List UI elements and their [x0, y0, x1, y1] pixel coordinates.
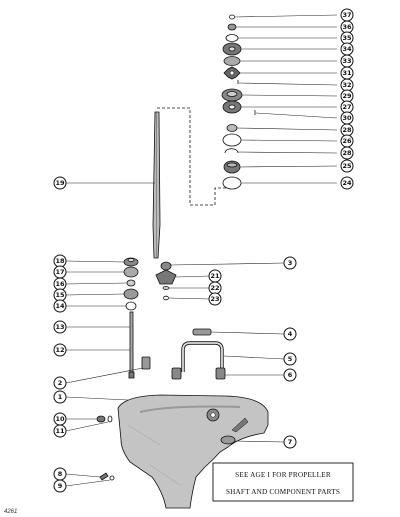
svg-text:21: 21 [210, 272, 220, 280]
svg-text:15: 15 [55, 291, 65, 299]
svg-text:27: 27 [342, 103, 351, 111]
callout-22: 22 [208, 281, 222, 295]
callout-36: 36 [340, 20, 354, 34]
driveshaft [152, 107, 226, 259]
svg-text:4: 4 [288, 330, 293, 338]
svg-text:22: 22 [210, 284, 219, 292]
svg-text:3: 3 [288, 259, 293, 267]
callout-27: 27 [340, 100, 354, 114]
svg-text:32: 32 [342, 81, 351, 89]
svg-text:30: 30 [342, 114, 352, 122]
callout-16: 16 [53, 277, 67, 291]
svg-text:16: 16 [55, 280, 65, 288]
callout-28b: 28 [340, 146, 354, 160]
callout-2: 2 [53, 376, 67, 390]
callout-19: 19 [53, 176, 67, 190]
leader-lines [65, 14, 338, 487]
svg-text:10: 10 [55, 415, 65, 423]
callout-24: 24 [340, 176, 354, 190]
callout-31: 31 [340, 66, 354, 80]
svg-text:31: 31 [342, 69, 352, 77]
callout-13: 13 [53, 320, 67, 334]
svg-text:33: 33 [342, 57, 351, 65]
svg-text:12: 12 [55, 346, 64, 354]
callout-34: 34 [340, 42, 354, 56]
shift-shaft [128, 311, 151, 379]
svg-text:7: 7 [288, 438, 293, 446]
svg-text:28: 28 [342, 126, 352, 134]
svg-text:35: 35 [342, 34, 352, 42]
callout-5: 5 [283, 352, 297, 366]
callout-14: 14 [53, 299, 67, 313]
svg-text:1: 1 [58, 393, 63, 401]
svg-text:29: 29 [342, 92, 352, 100]
note-line-2: SHAFT AND COMPONENT PARTS [226, 488, 340, 496]
callout-8: 8 [53, 467, 67, 481]
callout-11: 11 [53, 424, 67, 438]
callout-35: 35 [340, 31, 354, 45]
callout-10: 10 [53, 412, 67, 426]
callout-9: 9 [53, 479, 67, 493]
callout-28a: 28 [340, 123, 354, 137]
callout-12: 12 [53, 343, 67, 357]
callout-18: 18 [53, 254, 67, 268]
top-parts-stack [221, 14, 256, 190]
callout-3: 3 [283, 256, 297, 270]
water-tube [171, 328, 226, 380]
svg-text:37: 37 [342, 11, 351, 19]
callout-1: 1 [53, 390, 67, 404]
svg-text:23: 23 [210, 295, 219, 303]
callout-32: 32 [340, 78, 354, 92]
callout-4: 4 [283, 327, 297, 341]
callout-26: 26 [340, 134, 354, 148]
callout-21: 21 [208, 269, 222, 283]
svg-text:36: 36 [342, 23, 352, 31]
svg-text:8: 8 [58, 470, 63, 478]
callout-6: 6 [283, 368, 297, 382]
svg-text:25: 25 [342, 162, 352, 170]
callout-23: 23 [208, 292, 222, 306]
callout-7: 7 [283, 435, 297, 449]
callout-33: 33 [340, 54, 354, 68]
svg-text:28: 28 [342, 149, 352, 157]
note-line-1: SEE AGE I FOR PROPELLER [235, 471, 331, 479]
svg-text:9: 9 [58, 482, 63, 490]
svg-text:19: 19 [55, 179, 65, 187]
svg-text:34: 34 [342, 45, 352, 53]
callout-29: 29 [340, 89, 354, 103]
gear-parts [123, 257, 177, 311]
callout-30: 30 [340, 111, 354, 125]
gear-housing [117, 394, 269, 509]
svg-text:26: 26 [342, 137, 352, 145]
callout-15: 15 [53, 288, 67, 302]
callout-37: 37 [340, 8, 354, 22]
figure-number: 4261 [4, 509, 17, 515]
svg-text:6: 6 [288, 371, 293, 379]
callout-17: 17 [53, 265, 67, 279]
svg-text:2: 2 [58, 379, 63, 387]
svg-text:5: 5 [288, 355, 293, 363]
svg-text:14: 14 [55, 302, 65, 310]
note-box: SEE AGE I FOR PROPELLER SHAFT AND COMPON… [212, 462, 354, 502]
svg-text:11: 11 [55, 427, 65, 435]
svg-text:13: 13 [55, 323, 64, 331]
svg-text:18: 18 [55, 257, 65, 265]
loose-fasteners [96, 415, 115, 481]
svg-text:24: 24 [342, 179, 352, 187]
svg-text:17: 17 [55, 268, 64, 276]
callout-25: 25 [340, 159, 354, 173]
